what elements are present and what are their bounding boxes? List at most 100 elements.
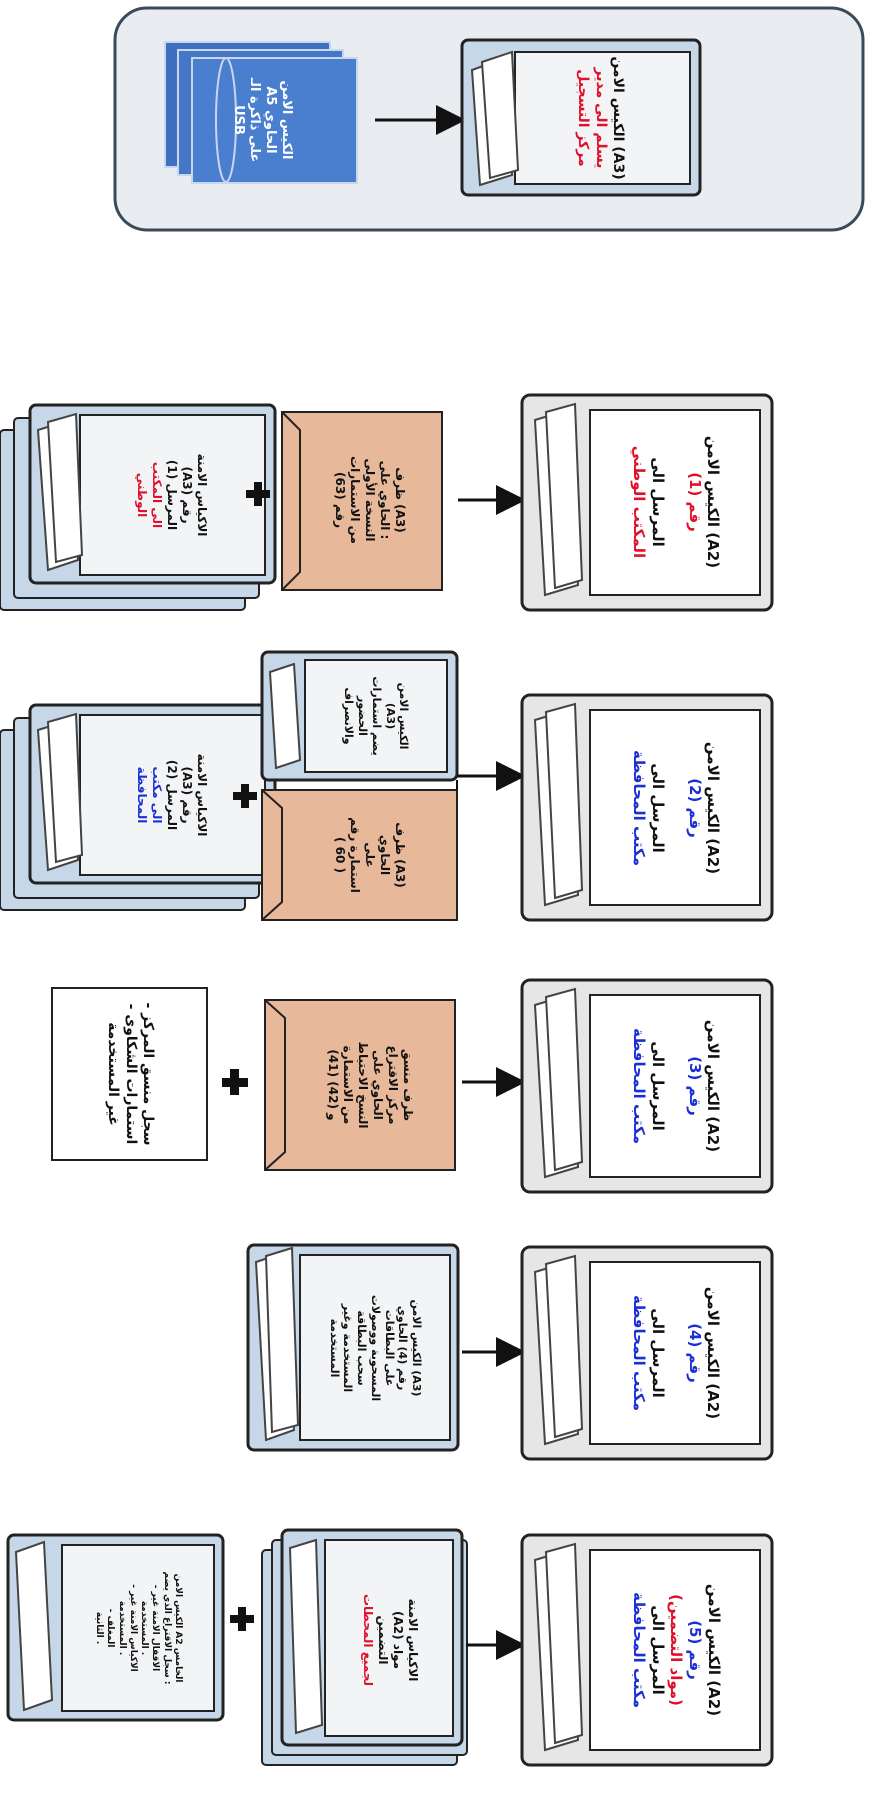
bag-icon	[460, 38, 702, 197]
envelope-text-line: من الاستمارات	[348, 456, 363, 544]
bag-text-line: الكيس الامن (A3)	[410, 1299, 424, 1397]
bag-text-line: الكيس الامن	[397, 682, 411, 750]
bag-text-line: - الاقفال الامنة غير	[150, 1584, 161, 1672]
stack-text-line: (A3) رقم	[180, 766, 195, 824]
result-sent-to: المرسل الى	[649, 457, 667, 547]
bag-text-line: المستخدمة .	[116, 1600, 127, 1656]
bag-text-line: يضم استمارات	[369, 676, 383, 756]
envelope-text-line: الحاوي على	[371, 1050, 385, 1120]
result-destination: مكتب المحافظة	[630, 1294, 649, 1412]
envelope-icon	[281, 411, 443, 591]
bag-text-line: المستخدمة .	[139, 1600, 150, 1656]
result-title: الكيس الامن (A2)	[704, 741, 723, 875]
result-extra: (مواد التضمين)	[667, 1594, 686, 1706]
bag-stack-icon	[261, 1528, 468, 1766]
plus-icon	[233, 784, 257, 808]
envelope-text-line: مركز الاقتراع	[386, 1045, 400, 1125]
stack-text-line: الاكياس الامنة	[406, 1598, 420, 1682]
plus-icon	[230, 1607, 254, 1631]
bag-text-line: والانصراف	[342, 687, 356, 745]
note-text-line: غير المستخدمة	[105, 1022, 122, 1126]
usb-text-line: على ذاكرة الـ	[247, 77, 262, 163]
result-bag-label: الكيس الامن (A2) رقم (4) المرسل الى مكتب…	[526, 1203, 826, 1503]
bag-icon	[246, 1243, 460, 1452]
stack-text-line: الى مكتب	[150, 766, 165, 824]
usb-text-line: USB	[230, 105, 246, 135]
stack-text-line: (1) المرسل	[165, 459, 180, 531]
stack-text-line: التضمين	[376, 1615, 390, 1665]
stack-text-line: الاكياس الامنة	[195, 453, 210, 537]
envelope-text-line: ظرف (A3)	[393, 467, 408, 533]
bag-note: يسلم الى مدير	[592, 67, 609, 169]
bag-text-line: - المغلف	[105, 1608, 116, 1648]
bag-text-line: المستخدمة	[327, 1318, 341, 1378]
note-text-line: - سجل منسق المركز	[140, 1002, 157, 1146]
result-sent-to: المرسل الى	[649, 1308, 667, 1398]
result-destination: مكتب المحافظة	[629, 1591, 648, 1709]
result-bag-icon	[520, 978, 774, 1194]
result-bag-icon	[520, 1245, 774, 1461]
stack-text-line: (2) المرسل	[165, 759, 180, 831]
envelope-label: ظرف منسق مركز الاقتراع الحاوي على النسخ …	[220, 935, 520, 1235]
stack-text-line: لجميع المحطات	[361, 1593, 375, 1687]
result-bag-label: الكيس الامن (A2) رقم (3) المرسل الى مكتب…	[526, 936, 826, 1236]
usb-stack-icon	[164, 41, 358, 184]
result-destination: المكتب الوطني	[630, 445, 649, 559]
result-sent-to: المرسل الى	[648, 1605, 667, 1695]
stack-text-line: الى المكتب	[150, 461, 165, 529]
bag-stack-label: الاكياس الامنة (A2) مواد التضمين لجميع ا…	[240, 1490, 540, 1790]
envelope-text-line: ظرف منسق	[401, 1048, 415, 1122]
result-title: الكيس الامن (A2)	[704, 1286, 723, 1420]
plus-icon	[246, 482, 270, 506]
result-title: الكيس الامن (A2)	[704, 435, 723, 569]
envelope-icon	[261, 789, 458, 921]
bag-text-line: على البطاقات	[382, 1309, 396, 1387]
result-bag-label: الكيس الامن (A2) رقم (2) المرسل الى مكتب…	[526, 658, 826, 958]
envelope-icon	[264, 999, 456, 1171]
bag-stack-icon	[0, 403, 277, 611]
stack-text-line: الوطني	[135, 472, 150, 518]
bag-text-line: الثانية .	[94, 1611, 105, 1645]
result-number: رقم (2)	[685, 778, 704, 838]
bag-text-line: رقم (4) الحاوي	[396, 1305, 410, 1391]
usb-text-line: الكيس الامن	[279, 80, 295, 160]
stack-text-line: الاكياس الامنة	[195, 753, 210, 837]
bag-label: الكيس الامن (A3) يضم استمارات الحضور وال…	[226, 566, 526, 866]
envelope-text-line: (41) و (42)	[326, 1049, 340, 1121]
note-box	[51, 987, 208, 1161]
bag-text-line: الكيس الامن A2 الخامس	[173, 1573, 183, 1683]
result-bag-label: الكيس الامن (A2) رقم (1) المرسل الى المك…	[526, 352, 826, 652]
result-sent-to: المرسل الى	[649, 763, 667, 853]
result-bag-icon	[520, 1533, 774, 1767]
result-destination: مكتب المحافظة	[630, 1027, 649, 1145]
result-number: رقم (3)	[685, 1056, 704, 1116]
usb-text-line: A5 الحاوي	[263, 86, 279, 154]
result-destination: مكتب المحافظة	[630, 749, 649, 867]
bag-label: الكيس الامن (A3) رقم (4) الحاوي على البط…	[225, 1198, 525, 1498]
result-sent-to: المرسل الى	[649, 1041, 667, 1131]
bag-text-line: (A3)	[383, 702, 397, 730]
bag-text-line: - الاكياس الامنة غير	[128, 1584, 138, 1672]
envelope-text-line: النسخة الأولى	[363, 458, 378, 542]
note-text-line: - استمارات الشكاوى	[122, 1003, 139, 1145]
envelope-text-line: رقم (63)	[333, 471, 348, 529]
result-title: الكيس الامن (A2)	[704, 1019, 723, 1153]
result-bag-label: الكيس الامن (A2) رقم (5) (مواد التضمين) …	[526, 1500, 826, 1800]
bag-text-line: الحضور	[356, 696, 370, 736]
stack-text-line: (A2) مواد	[391, 1610, 405, 1670]
bag-icon	[260, 650, 459, 782]
a3-bag-label: الكيس الامن (A3) يسلم الى مدير مركز التس…	[450, 0, 750, 268]
envelope-text-line: من الاستمارة	[341, 1045, 355, 1125]
envelope-text-line: الحاوي على :	[378, 460, 393, 540]
result-number: رقم (4)	[685, 1323, 704, 1383]
bag-note: مركز التسجيل	[575, 69, 592, 167]
stack-text-line: المحافظة	[135, 766, 150, 824]
bag-text-line: المستخدمة وغير	[341, 1303, 355, 1393]
result-number: رقم (5)	[686, 1620, 705, 1680]
bag-stack-icon	[0, 703, 277, 911]
result-bag-icon	[520, 393, 774, 612]
result-bag-icon	[520, 693, 774, 922]
result-title: الكيس الامن (A2)	[704, 1583, 723, 1717]
bag-icon	[6, 1533, 225, 1722]
